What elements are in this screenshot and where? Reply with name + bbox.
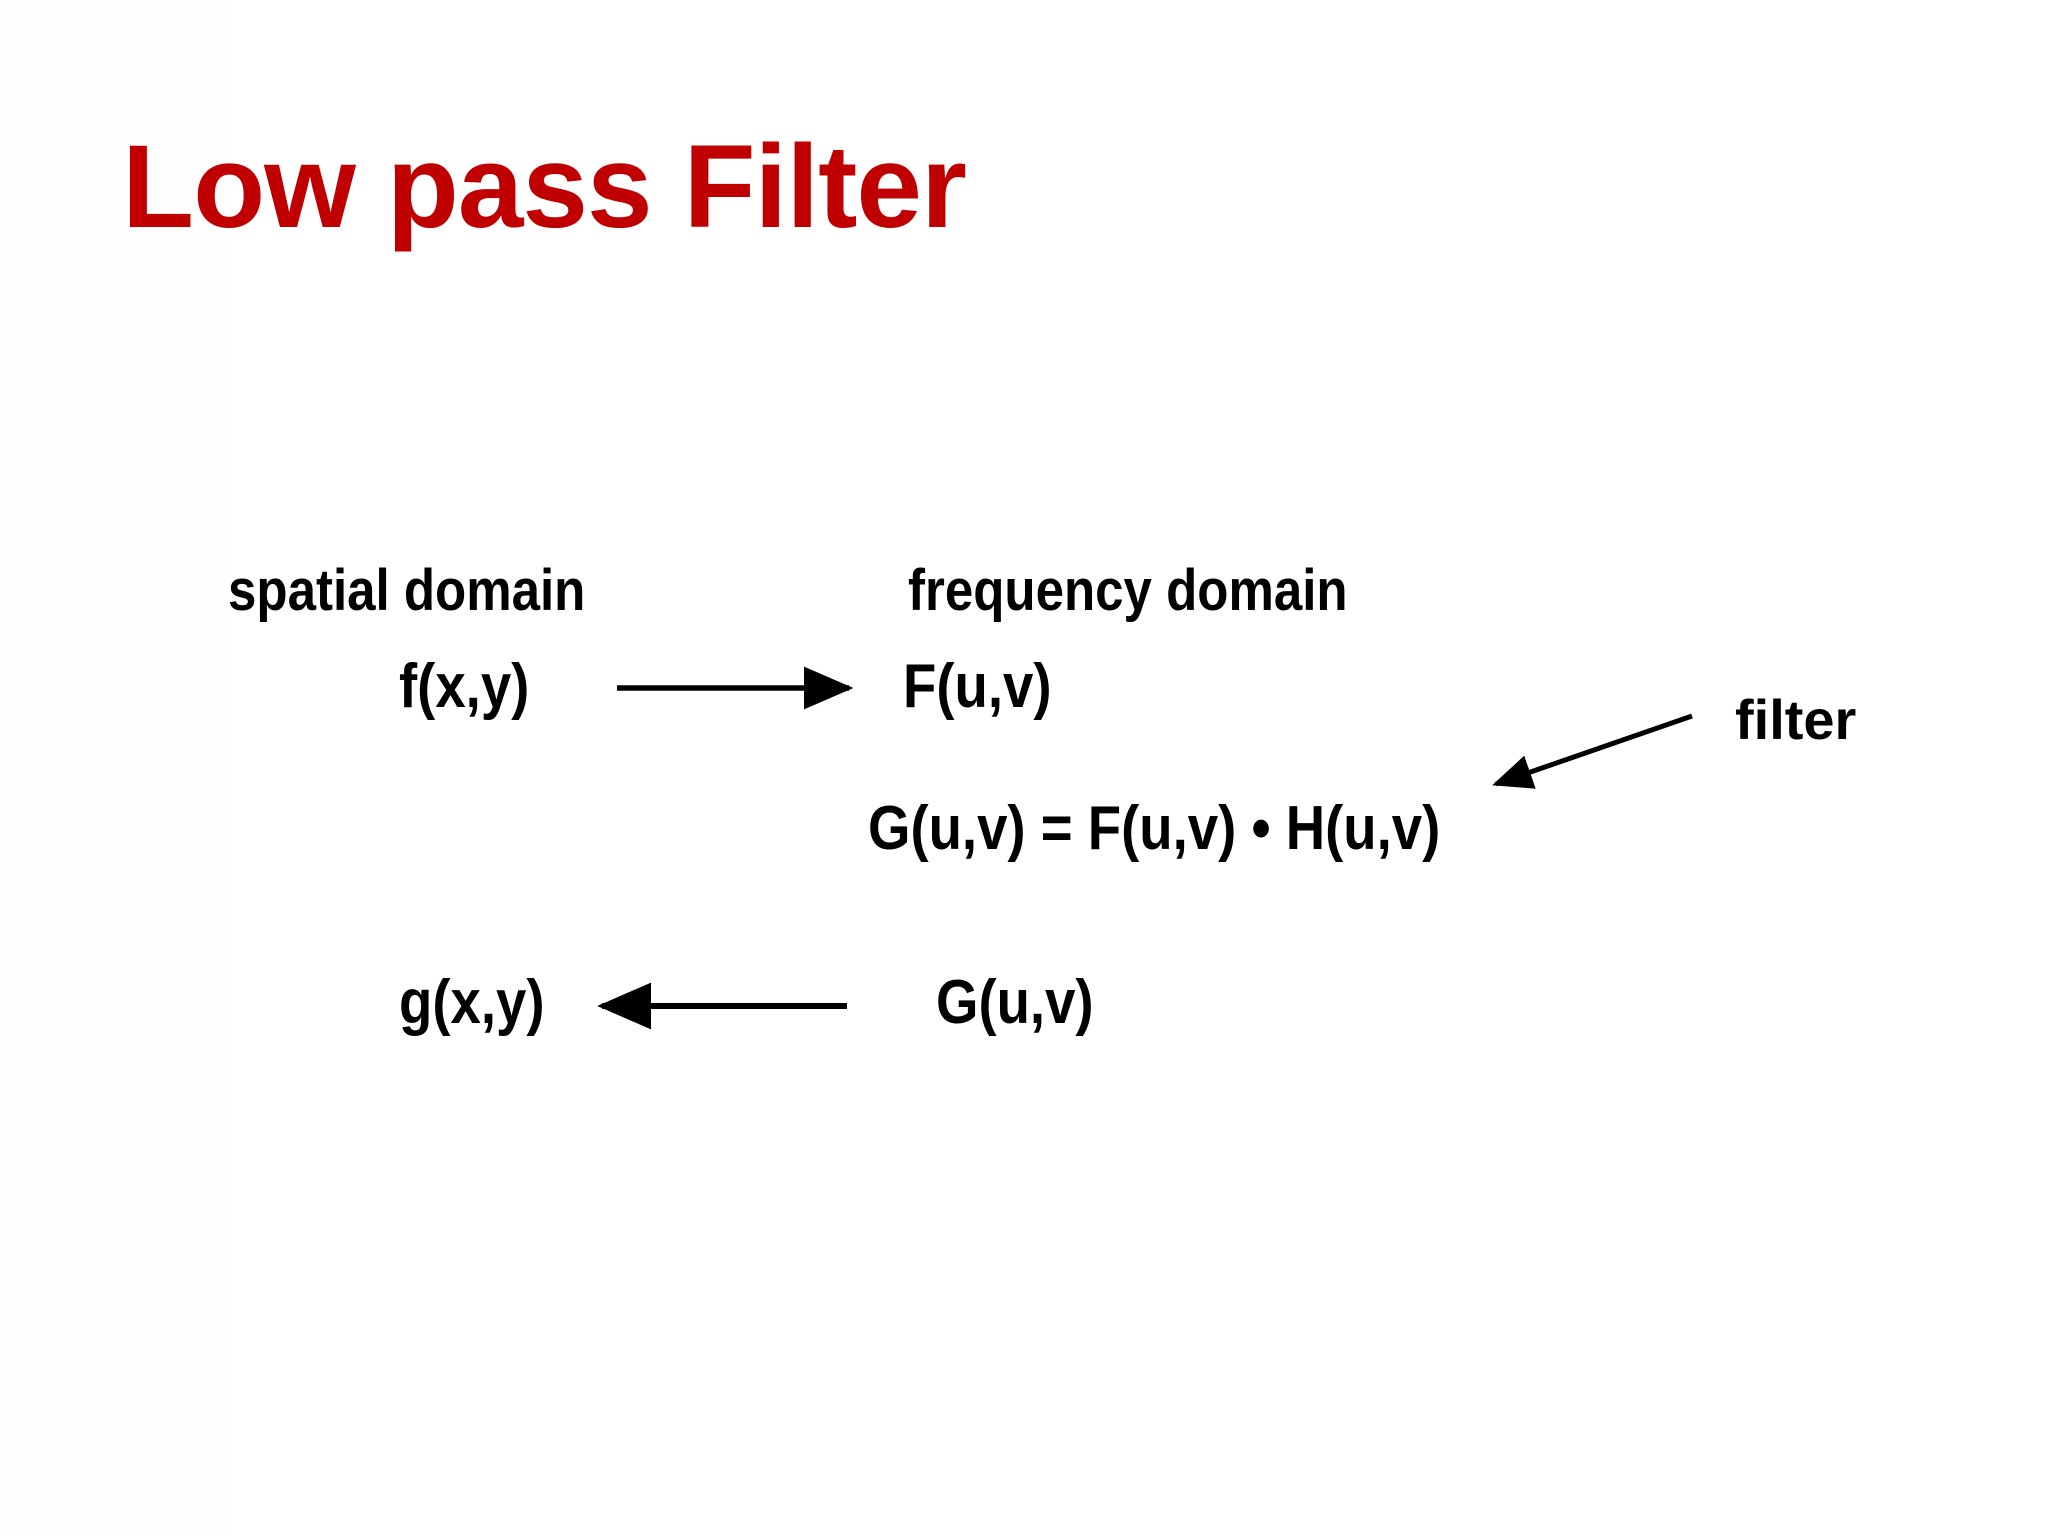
frequency-domain-heading: frequency domain: [908, 558, 1348, 623]
inverse-output-label: g(x,y): [399, 968, 545, 1037]
forward-output-label: F(u,v): [903, 652, 1052, 721]
inverse-input-label: G(u,v): [936, 968, 1094, 1037]
forward-input-label: f(x,y): [399, 652, 530, 721]
filter-annotation-label: filter: [1735, 688, 1857, 751]
filter-equation: G(u,v) = F(u,v) • H(u,v): [868, 794, 1441, 863]
page-title: Low pass Filter: [122, 121, 967, 253]
spatial-domain-heading: spatial domain: [228, 558, 586, 623]
filter-pointer-arrow: [1492, 713, 1693, 789]
